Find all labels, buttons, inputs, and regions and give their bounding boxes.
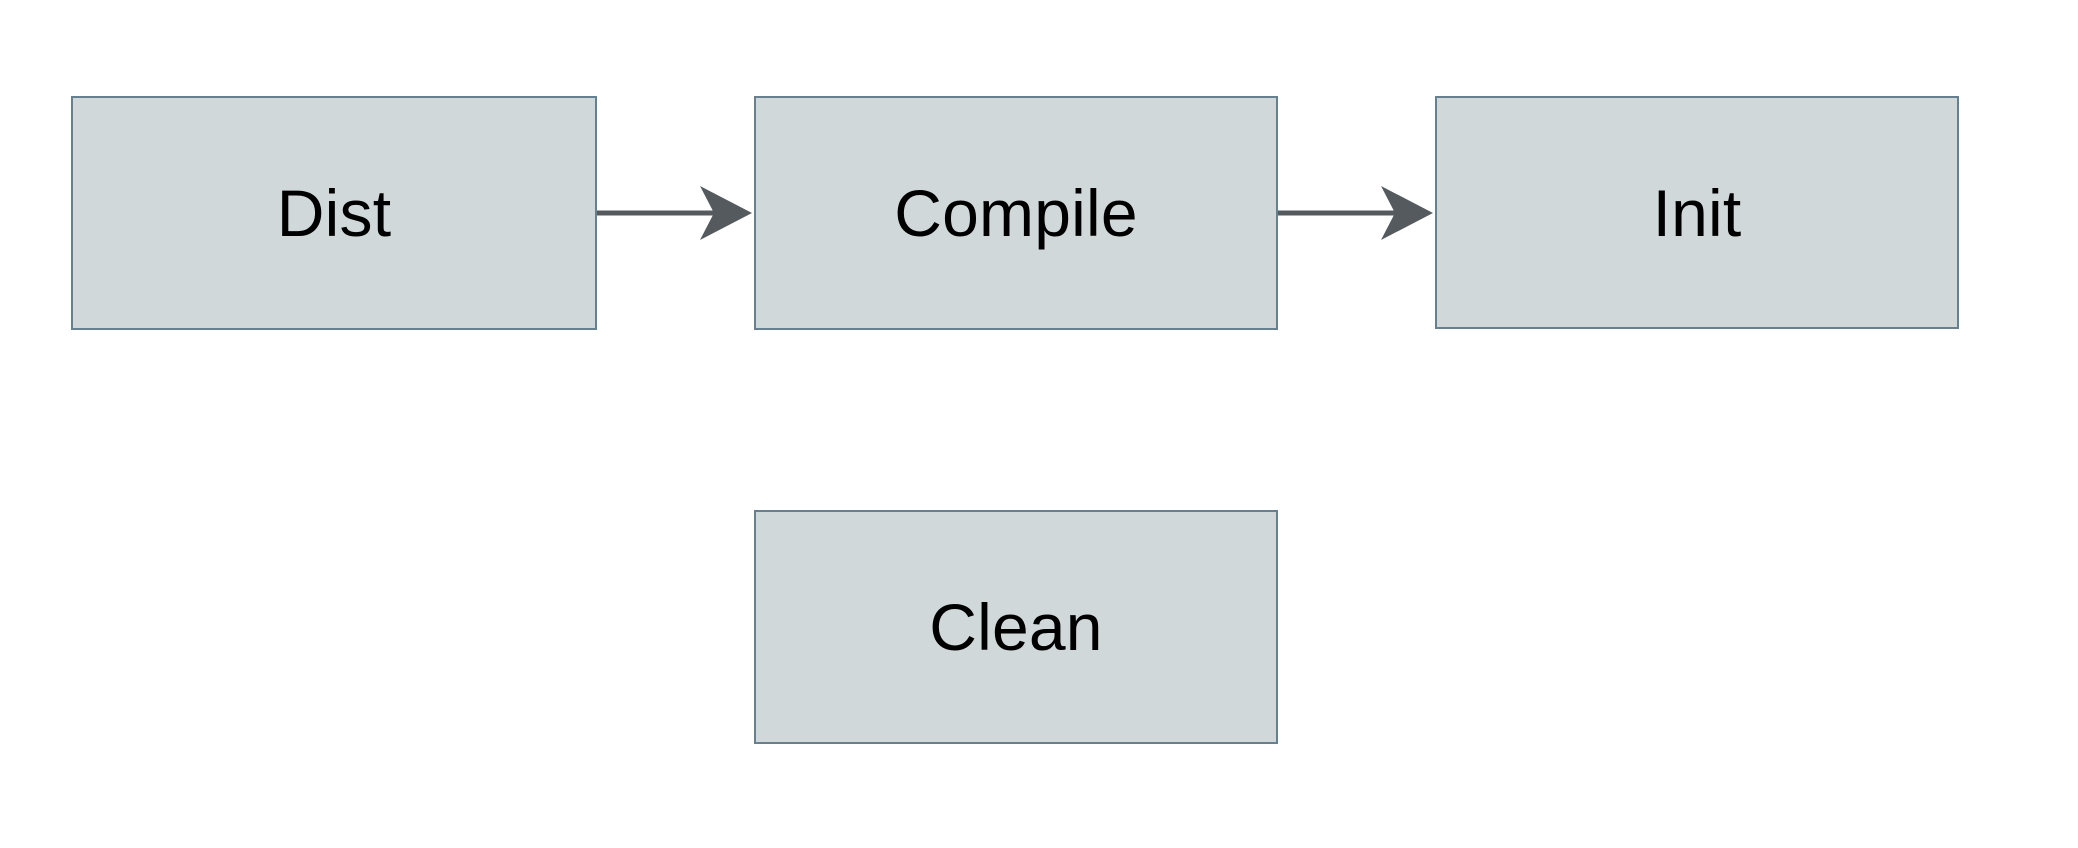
- node-clean[interactable]: Clean: [754, 510, 1278, 744]
- node-label: Dist: [276, 176, 392, 250]
- edge-compile-to-init[interactable]: [1278, 186, 1433, 240]
- node-dist[interactable]: Dist: [71, 96, 597, 330]
- node-label: Clean: [929, 590, 1103, 664]
- node-compile[interactable]: Compile: [754, 96, 1278, 330]
- node-label: Init: [1652, 175, 1742, 250]
- arrowhead-icon: [700, 186, 752, 240]
- node-label: Compile: [894, 176, 1138, 250]
- node-init[interactable]: Init: [1435, 96, 1959, 329]
- edge-dist-to-compile[interactable]: [597, 186, 752, 240]
- arrowhead-icon: [1381, 186, 1433, 240]
